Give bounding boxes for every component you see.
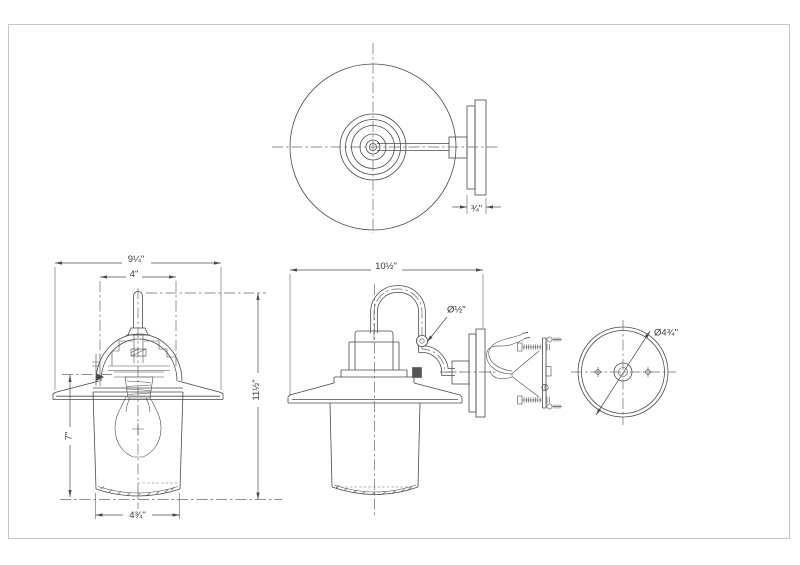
machine-screw-bottom-right [546, 403, 562, 410]
wire-bracket [511, 350, 540, 398]
supply-wires [486, 331, 531, 380]
front-view: 9¼" 4" 7" [52, 253, 282, 521]
dim-arm-tube-diameter: Ø½" [426, 305, 466, 343]
dim-glass-height: 7" [62, 374, 114, 497]
arm-coupler-nut [415, 334, 428, 347]
side-view: 10½" Ø½" [287, 260, 497, 515]
glass-side [329, 402, 421, 495]
set-screw-nut [412, 367, 422, 378]
top-view: ¾" [272, 43, 501, 233]
dome-front [95, 333, 183, 382]
dim-overall-width: 9¼" [54, 253, 222, 390]
gooseneck-centerline [373, 288, 465, 373]
arm-top [377, 136, 468, 159]
center-screw [541, 383, 549, 391]
mounting-screw-top [517, 342, 550, 352]
centerlines-top [272, 43, 500, 233]
shade-side [287, 382, 463, 404]
dim-overall-height: 11½" [60, 292, 282, 500]
mounting-bar [542, 337, 552, 409]
backplate-view: Ø4¾" [571, 320, 678, 425]
dim-overall-depth: 10½" [289, 260, 484, 396]
glass-front [92, 387, 184, 497]
dim-backplate-depth: ¾" [452, 195, 501, 215]
wall-mount-side [451, 328, 486, 418]
sheet-border [8, 24, 790, 539]
dim-label-glass-diameter: 4¾" [129, 510, 146, 521]
mounting-hardware-detail [486, 331, 562, 410]
backplate-edge-top [466, 99, 487, 196]
dim-label-overall-height: 11½" [251, 379, 262, 400]
dim-label-overall-depth: 10½" [375, 261, 397, 272]
dim-label-backplate-depth: ¾" [471, 204, 482, 215]
dim-label-backplate-diameter: Ø4¾" [654, 328, 678, 339]
machine-screw-top-right [546, 336, 562, 343]
dim-fitter-width: 4" [99, 268, 177, 356]
dim-label-glass-height: 7" [64, 432, 75, 441]
dim-label-fitter-width: 4" [130, 269, 139, 280]
mounting-screw-bottom [517, 395, 550, 405]
dim-label-arm-tube-diameter: Ø½" [447, 305, 466, 316]
light-bulb [114, 396, 162, 458]
cap-fitter-side [333, 330, 415, 383]
dim-label-overall-width: 9¼" [128, 254, 145, 265]
shade-front [52, 380, 224, 400]
gooseneck-arm-fill [371, 286, 455, 375]
socket-assembly-front [92, 335, 177, 399]
dim-backplate-diameter: Ø4¾" [595, 328, 678, 416]
dim-glass-diameter: 4¾" [95, 493, 180, 521]
